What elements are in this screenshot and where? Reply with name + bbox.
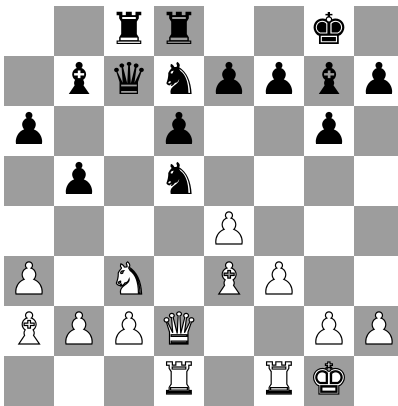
square-a7[interactable] — [4, 56, 54, 106]
square-c6[interactable] — [104, 106, 154, 156]
white-queen-icon[interactable]: ♛ — [159, 308, 198, 352]
black-king-icon[interactable]: ♚ — [309, 8, 348, 52]
white-pawn-icon[interactable]: ♟ — [109, 308, 148, 352]
square-a4[interactable] — [4, 206, 54, 256]
square-a5[interactable] — [4, 156, 54, 206]
square-g5[interactable] — [304, 156, 354, 206]
black-pawn-icon[interactable]: ♟ — [259, 58, 298, 102]
white-king-icon[interactable]: ♚ — [309, 358, 348, 402]
square-d1[interactable]: ♜ — [154, 356, 204, 406]
chess-board: ♜♜♚♝♛♞♟♟♝♟♟♟♟♟♞♟♟♞♝♟♝♟♟♛♟♟♜♜♚ — [4, 6, 398, 406]
square-g2[interactable]: ♟ — [304, 306, 354, 356]
white-pawn-icon[interactable]: ♟ — [359, 308, 398, 352]
square-g3[interactable] — [304, 256, 354, 306]
white-rook-icon[interactable]: ♜ — [259, 358, 298, 402]
square-c8[interactable]: ♜ — [104, 6, 154, 56]
square-e8[interactable] — [204, 6, 254, 56]
square-e4[interactable]: ♟ — [204, 206, 254, 256]
square-h5[interactable] — [354, 156, 398, 206]
white-pawn-icon[interactable]: ♟ — [59, 308, 98, 352]
square-e2[interactable] — [204, 306, 254, 356]
square-f5[interactable] — [254, 156, 304, 206]
black-pawn-icon[interactable]: ♟ — [9, 108, 48, 152]
black-bishop-icon[interactable]: ♝ — [59, 58, 98, 102]
square-f6[interactable] — [254, 106, 304, 156]
white-pawn-icon[interactable]: ♟ — [309, 308, 348, 352]
square-f1[interactable]: ♜ — [254, 356, 304, 406]
square-c5[interactable] — [104, 156, 154, 206]
square-f4[interactable] — [254, 206, 304, 256]
square-a6[interactable]: ♟ — [4, 106, 54, 156]
square-b5[interactable]: ♟ — [54, 156, 104, 206]
black-pawn-icon[interactable]: ♟ — [359, 58, 398, 102]
square-e7[interactable]: ♟ — [204, 56, 254, 106]
square-a2[interactable]: ♝ — [4, 306, 54, 356]
square-e3[interactable]: ♝ — [204, 256, 254, 306]
square-b6[interactable] — [54, 106, 104, 156]
white-bishop-icon[interactable]: ♝ — [9, 308, 48, 352]
square-b1[interactable] — [54, 356, 104, 406]
square-h4[interactable] — [354, 206, 398, 256]
black-bishop-icon[interactable]: ♝ — [309, 58, 348, 102]
square-h8[interactable] — [354, 6, 398, 56]
square-c1[interactable] — [104, 356, 154, 406]
square-c4[interactable] — [104, 206, 154, 256]
square-g4[interactable] — [304, 206, 354, 256]
black-pawn-icon[interactable]: ♟ — [59, 158, 98, 202]
square-c3[interactable]: ♞ — [104, 256, 154, 306]
white-pawn-icon[interactable]: ♟ — [9, 258, 48, 302]
square-f7[interactable]: ♟ — [254, 56, 304, 106]
square-d7[interactable]: ♞ — [154, 56, 204, 106]
square-b4[interactable] — [54, 206, 104, 256]
square-e6[interactable] — [204, 106, 254, 156]
square-b7[interactable]: ♝ — [54, 56, 104, 106]
white-pawn-icon[interactable]: ♟ — [209, 208, 248, 252]
square-h6[interactable] — [354, 106, 398, 156]
black-rook-icon[interactable]: ♜ — [159, 8, 198, 52]
square-d4[interactable] — [154, 206, 204, 256]
white-bishop-icon[interactable]: ♝ — [209, 258, 248, 302]
square-h2[interactable]: ♟ — [354, 306, 398, 356]
white-pawn-icon[interactable]: ♟ — [259, 258, 298, 302]
black-pawn-icon[interactable]: ♟ — [309, 108, 348, 152]
square-f2[interactable] — [254, 306, 304, 356]
square-a8[interactable] — [4, 6, 54, 56]
black-pawn-icon[interactable]: ♟ — [159, 108, 198, 152]
square-d6[interactable]: ♟ — [154, 106, 204, 156]
square-h3[interactable] — [354, 256, 398, 306]
square-e1[interactable] — [204, 356, 254, 406]
square-d5[interactable]: ♞ — [154, 156, 204, 206]
square-b8[interactable] — [54, 6, 104, 56]
black-knight-icon[interactable]: ♞ — [159, 158, 198, 202]
square-g1[interactable]: ♚ — [304, 356, 354, 406]
square-e5[interactable] — [204, 156, 254, 206]
square-d3[interactable] — [154, 256, 204, 306]
square-g6[interactable]: ♟ — [304, 106, 354, 156]
square-b3[interactable] — [54, 256, 104, 306]
square-a3[interactable]: ♟ — [4, 256, 54, 306]
square-d2[interactable]: ♛ — [154, 306, 204, 356]
white-rook-icon[interactable]: ♜ — [159, 358, 198, 402]
square-g8[interactable]: ♚ — [304, 6, 354, 56]
black-pawn-icon[interactable]: ♟ — [209, 58, 248, 102]
black-knight-icon[interactable]: ♞ — [159, 58, 198, 102]
square-b2[interactable]: ♟ — [54, 306, 104, 356]
square-f3[interactable]: ♟ — [254, 256, 304, 306]
square-d8[interactable]: ♜ — [154, 6, 204, 56]
square-h7[interactable]: ♟ — [354, 56, 398, 106]
square-c2[interactable]: ♟ — [104, 306, 154, 356]
square-h1[interactable] — [354, 356, 398, 406]
black-queen-icon[interactable]: ♛ — [109, 58, 148, 102]
square-g7[interactable]: ♝ — [304, 56, 354, 106]
square-f8[interactable] — [254, 6, 304, 56]
white-knight-icon[interactable]: ♞ — [109, 258, 148, 302]
black-rook-icon[interactable]: ♜ — [109, 8, 148, 52]
square-c7[interactable]: ♛ — [104, 56, 154, 106]
square-a1[interactable] — [4, 356, 54, 406]
